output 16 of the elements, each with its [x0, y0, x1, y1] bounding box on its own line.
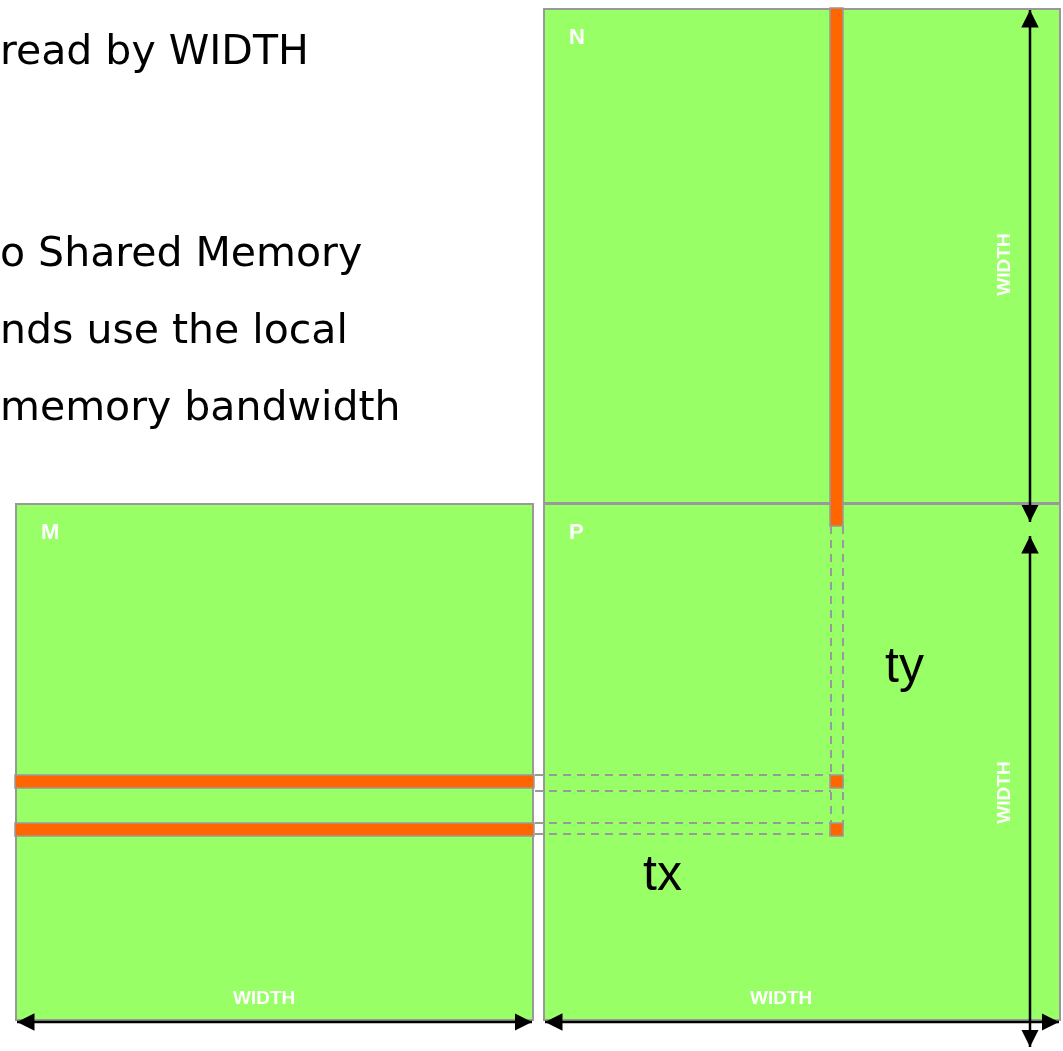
dimension-label: WIDTH — [993, 761, 1013, 824]
matrix-box — [15, 503, 534, 1021]
matrix-box — [543, 503, 1061, 1021]
dimension-label: WIDTH — [233, 988, 296, 1007]
dimension-label: WIDTH — [750, 988, 813, 1007]
matrix-box — [543, 8, 1061, 504]
bullet-text: nds use the local — [0, 309, 348, 350]
matrix-name: P — [569, 521, 584, 543]
dimension-label: WIDTH — [993, 233, 1013, 296]
matrix-name: N — [569, 26, 585, 48]
bullet-text: read by WIDTH — [0, 30, 309, 71]
index-label: tx — [643, 848, 682, 898]
bullet-text: memory bandwidth — [0, 386, 401, 427]
matrix-name: M — [41, 521, 60, 543]
index-label: ty — [885, 640, 924, 690]
bullet-text: o Shared Memory — [0, 232, 363, 273]
